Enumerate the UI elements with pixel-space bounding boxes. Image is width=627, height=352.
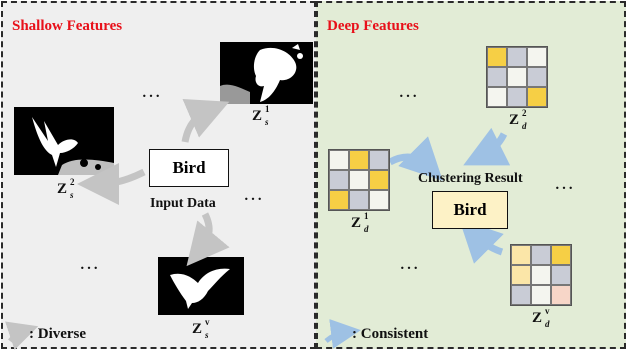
ellipsis-right-right: … (554, 172, 576, 194)
input-data-label: Input Data (150, 196, 216, 211)
z-d-1-grid (328, 149, 390, 211)
z-d-v-grid (510, 244, 572, 306)
input-bird-box: Bird (149, 149, 229, 187)
arrow-from-zv-icon (459, 219, 504, 264)
ellipsis-bottom-right: … (399, 252, 421, 274)
shallow-features-title: Shallow Features (12, 18, 123, 34)
ellipsis-bottom: … (79, 252, 101, 274)
diverse-legend-text: : Diverse (29, 326, 87, 342)
consistent-legend-arrow-icon (324, 318, 361, 349)
ellipsis-top-right: … (398, 80, 420, 102)
arrow-to-top-icon (181, 98, 230, 143)
arrow-to-left-icon (77, 162, 146, 205)
diverse-legend-arrow-icon (5, 321, 39, 350)
bird-mask-thumbnail-bottom (158, 257, 244, 315)
result-bird-box: Bird (432, 191, 508, 229)
arrow-from-z2-icon (463, 127, 511, 166)
ellipsis-top: … (141, 80, 163, 102)
clustering-result-label: Clustering Result (418, 171, 523, 186)
arrow-from-z1-icon (388, 136, 443, 181)
bird-mask-thumbnail-top (220, 42, 313, 104)
ellipsis-right: … (243, 183, 265, 205)
arrow-to-bottom-icon (186, 212, 230, 267)
z-d-2-grid (486, 46, 548, 108)
deep-features-title: Deep Features (327, 18, 419, 34)
consistent-legend-text: : Consistent (352, 326, 429, 342)
